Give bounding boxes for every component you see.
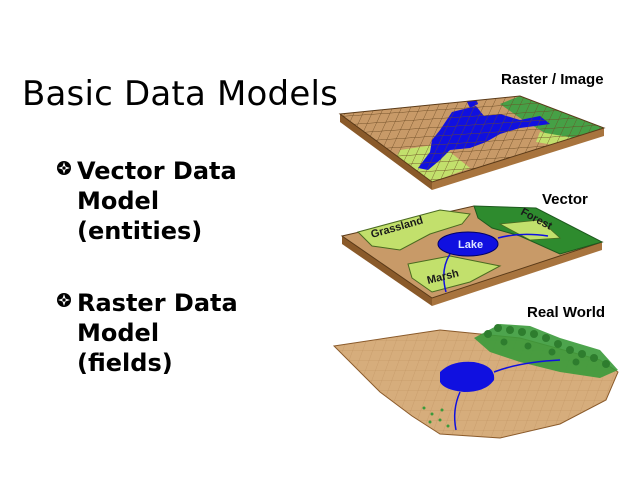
raster-image-label: Raster / Image: [501, 71, 604, 88]
bullet-line: (entities): [77, 217, 203, 245]
slide-title: Basic Data Models: [22, 74, 339, 114]
vector-layer: Grassland Forest Lake Marsh: [340, 205, 604, 306]
raster-layer: [338, 95, 606, 190]
bullet-icon: [57, 293, 71, 307]
lake-label: Lake: [458, 239, 483, 251]
bullet-vector-model: Vector Data Model (entities): [56, 156, 277, 246]
real-world-layer: [332, 324, 619, 439]
bullet-icon: [57, 161, 71, 175]
bullet-line: Vector Data: [77, 157, 237, 185]
bullet-line: Model: [77, 319, 160, 347]
vector-label: Vector: [542, 191, 588, 208]
bullet-line: Model: [77, 187, 160, 215]
bullet-line: (fields): [77, 349, 173, 377]
bullet-text: Vector Data Model (entities): [77, 156, 277, 246]
real-world-label: Real World: [527, 304, 606, 321]
bullet-text: Raster Data Model (fields): [77, 288, 277, 378]
bullet-raster-model: Raster Data Model (fields): [56, 288, 277, 378]
bullet-line: Raster Data: [77, 289, 238, 317]
